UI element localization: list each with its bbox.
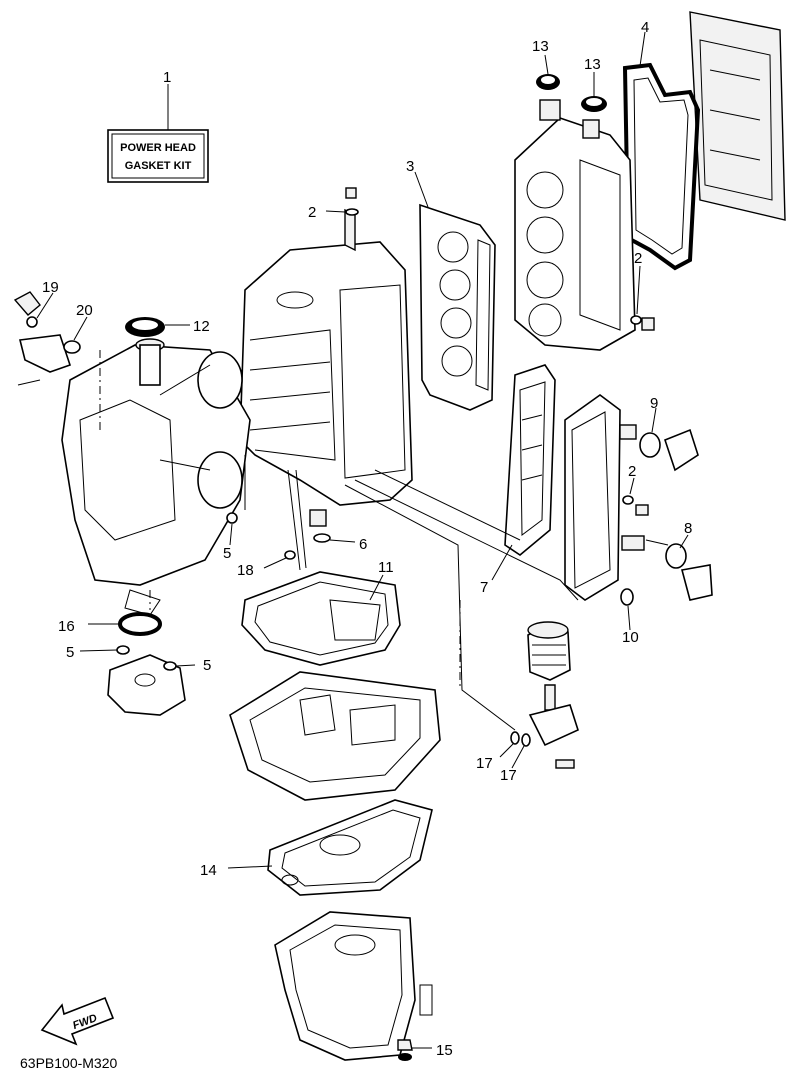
callout-9: 9 bbox=[650, 395, 658, 412]
callout-15: 15 bbox=[436, 1042, 453, 1059]
diagram-code: 63PB100-M320 bbox=[20, 1055, 118, 1071]
o-ring-5-block bbox=[226, 512, 238, 546]
pump-body bbox=[79, 645, 196, 716]
o-ring-6 bbox=[309, 509, 356, 543]
reference-lines bbox=[99, 350, 579, 731]
upper-oil-pan bbox=[229, 671, 441, 801]
washer-2-side bbox=[622, 477, 649, 516]
callout-11: 11 bbox=[378, 559, 394, 576]
callout-6: 6 bbox=[359, 536, 367, 553]
exhaust-gasket bbox=[491, 364, 556, 581]
lower-oil-pan bbox=[274, 911, 416, 1061]
callout-2-top: 2 bbox=[308, 204, 316, 221]
oil-filter bbox=[527, 621, 579, 769]
o-rings-17 bbox=[499, 731, 531, 769]
head-cover bbox=[689, 11, 786, 221]
washer-2-head bbox=[630, 265, 655, 331]
kit-label-line2: GASKET KIT bbox=[125, 160, 192, 172]
fwd-arrow-icon: FWD bbox=[40, 996, 115, 1046]
callout-7: 7 bbox=[480, 579, 488, 596]
callout-10: 10 bbox=[622, 629, 639, 646]
callout-17-right: 17 bbox=[500, 767, 517, 784]
head-cover-gasket bbox=[622, 31, 701, 271]
callout-5-block: 5 bbox=[223, 545, 231, 562]
oil-seal-12 bbox=[125, 317, 190, 337]
callout-17-left: 17 bbox=[476, 755, 493, 772]
lower-gasket bbox=[227, 799, 433, 896]
drain-plug-15 bbox=[397, 984, 433, 1061]
anode-9 bbox=[619, 407, 699, 472]
callout-13-left: 13 bbox=[532, 38, 549, 55]
callout-4: 4 bbox=[641, 19, 649, 36]
gasket-kit-label: POWER HEAD GASKET KIT bbox=[107, 84, 209, 183]
callout-18: 18 bbox=[237, 562, 254, 579]
oil-seal-13b bbox=[581, 72, 607, 112]
callout-19: 19 bbox=[42, 279, 59, 296]
callout-14: 14 bbox=[200, 862, 217, 879]
oil-pan-gasket bbox=[241, 571, 401, 666]
cylinder-block bbox=[239, 208, 413, 506]
seal-16 bbox=[88, 612, 162, 636]
callout-5-right: 5 bbox=[203, 657, 211, 674]
callout-2-side: 2 bbox=[628, 463, 636, 480]
callout-13-right: 13 bbox=[584, 56, 601, 73]
valve-8 bbox=[621, 534, 713, 601]
connection-pipe bbox=[263, 469, 307, 571]
callout-labels: 1 2 2 2 3 4 5 5 5 6 7 8 9 10 11 12 13 13… bbox=[42, 19, 692, 1059]
thermostat-19-20 bbox=[13, 291, 88, 386]
callout-8: 8 bbox=[684, 520, 692, 537]
callout-12: 12 bbox=[193, 318, 210, 335]
cylinder-head bbox=[514, 99, 636, 351]
callout-5-left: 5 bbox=[66, 644, 74, 661]
bolt-2-top bbox=[325, 187, 359, 216]
callout-1: 1 bbox=[163, 69, 171, 86]
callout-16: 16 bbox=[58, 618, 75, 635]
callout-20: 20 bbox=[76, 302, 93, 319]
oil-seal-13a bbox=[536, 54, 560, 90]
exhaust-cover bbox=[564, 394, 621, 601]
callout-2-head: 2 bbox=[634, 250, 642, 267]
head-gasket bbox=[414, 171, 496, 411]
gasket-10 bbox=[620, 588, 634, 631]
crankcase-assembly bbox=[61, 338, 251, 616]
callout-3: 3 bbox=[406, 158, 414, 175]
kit-label-line1: POWER HEAD bbox=[120, 142, 196, 154]
